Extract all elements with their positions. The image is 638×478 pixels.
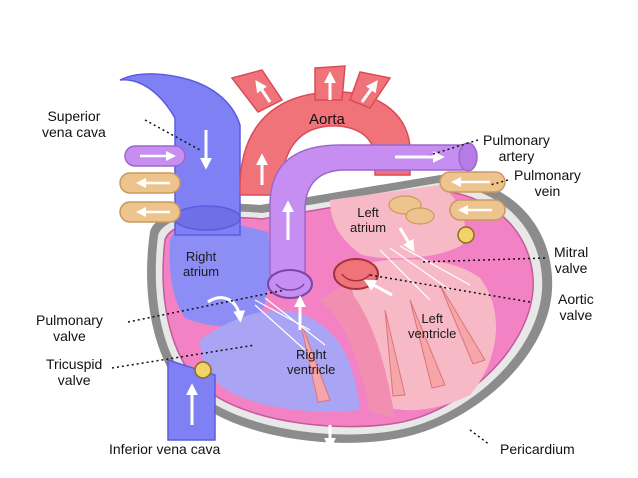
label-inferior-vena-cava: Inferior vena cava <box>109 441 221 457</box>
label-mitral-valve: Mitral valve <box>554 244 589 276</box>
vena-cava-opening <box>173 205 241 231</box>
label-right-ventricle: Right ventricle <box>287 347 336 377</box>
aorta-branch-1 <box>230 69 284 113</box>
label-pulmonary-valve: Pulmonary valve <box>36 312 103 344</box>
left-atrium-chamber <box>330 185 466 259</box>
pulmonary-valve-shape <box>267 269 313 299</box>
label-pulmonary-artery: Pulmonary artery <box>483 132 550 164</box>
label-left-ventricle: Left ventricle <box>408 311 457 341</box>
chordae-tendineae <box>254 245 471 351</box>
label-aorta: Aorta <box>309 111 345 128</box>
node-left <box>194 361 212 379</box>
label-aortic-valve: Aortic valve <box>558 291 594 323</box>
pulmonary-artery-end <box>458 142 478 172</box>
label-tricuspid-valve: Tricuspid valve <box>46 356 103 388</box>
leader-lines <box>111 119 546 446</box>
label-superior-vena-cava: Superior vena cava <box>42 108 106 140</box>
label-right-atrium: Right atrium <box>183 249 220 279</box>
papillary-muscles <box>299 284 486 403</box>
label-pulmonary-vein: Pulmonary vein <box>514 167 581 199</box>
right-atrium-chamber <box>169 223 270 327</box>
label-pericardium: Pericardium <box>500 441 575 457</box>
septum <box>320 285 395 418</box>
label-left-atrium: Left atrium <box>350 205 387 235</box>
pulmonary-vein-opening-2 <box>405 207 435 225</box>
node-right <box>457 226 475 244</box>
